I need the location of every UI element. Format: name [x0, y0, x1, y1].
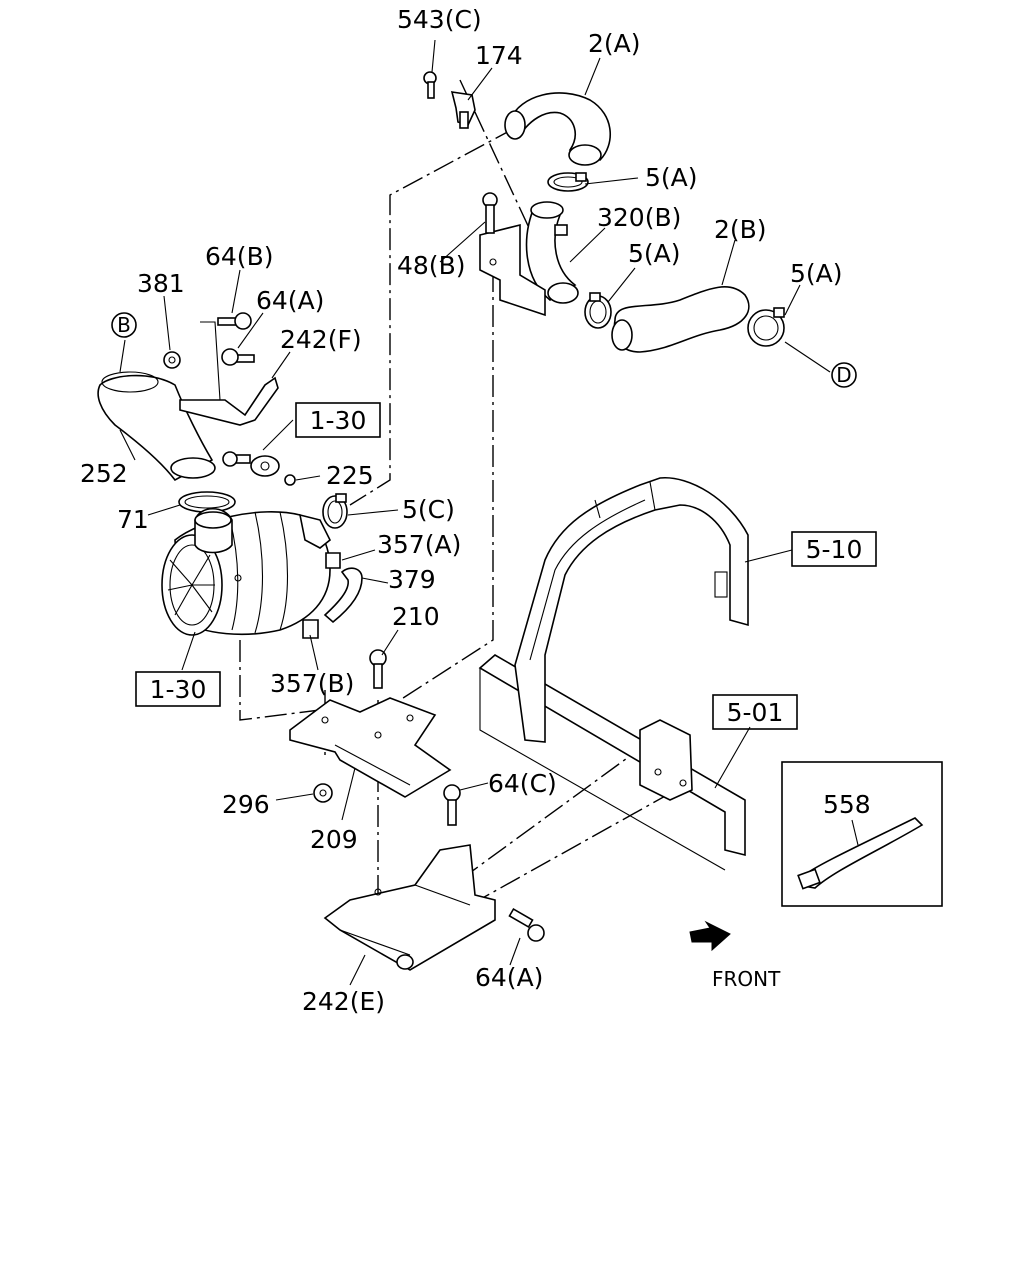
sensor-174	[450, 91, 476, 129]
ref-box-1-30-top[interactable]: 1-30	[295, 402, 381, 438]
ref-box-5-10[interactable]: 5-10	[791, 531, 877, 567]
callout-2b: 2(B)	[714, 215, 767, 244]
callout-225: 225	[326, 461, 374, 490]
bracket-242f	[179, 376, 279, 426]
bolt-210	[369, 649, 387, 689]
bolt-64a-top	[221, 348, 255, 366]
front-arrow	[689, 920, 731, 952]
callout-64a-bottom: 64(A)	[475, 963, 543, 992]
marker-d-label: D	[836, 363, 851, 387]
clip-357a	[325, 552, 341, 569]
callout-71: 71	[117, 505, 149, 534]
clamp-5a-mid	[584, 292, 612, 329]
callout-543c: 543(C)	[397, 5, 482, 34]
bolt-64a-bottom	[508, 907, 545, 942]
ref-label-1-30-bottom: 1-30	[150, 675, 207, 704]
callout-242f: 242(F)	[280, 325, 362, 354]
marker-b-label: B	[117, 313, 131, 337]
pipe-320b	[525, 201, 579, 304]
gasket-1-30	[222, 451, 280, 477]
callout-381: 381	[137, 269, 185, 298]
callout-210: 210	[392, 602, 440, 631]
marker-d: D	[831, 362, 857, 388]
clamp-5a-right	[747, 307, 785, 347]
callout-5c: 5(C)	[402, 495, 455, 524]
bolt-64c	[443, 784, 461, 826]
ref-box-1-30-bottom[interactable]: 1-30	[135, 671, 221, 707]
callout-64a-top: 64(A)	[256, 286, 324, 315]
bolt-64b	[217, 312, 252, 330]
frame-5-01	[478, 654, 746, 871]
ref-box-5-01[interactable]: 5-01	[712, 694, 798, 730]
ref-label-5-01: 5-01	[727, 698, 784, 727]
callout-320b: 320(B)	[597, 203, 681, 232]
callout-379: 379	[388, 565, 436, 594]
marker-b: B	[111, 312, 137, 338]
callout-5a-top: 5(A)	[645, 163, 698, 192]
leader-lines	[119, 39, 859, 986]
ref-label-5-10: 5-10	[806, 535, 863, 564]
callout-209: 209	[310, 825, 358, 854]
clip-357b	[302, 619, 319, 639]
nut-296	[313, 783, 333, 803]
callout-357b: 357(B)	[270, 669, 354, 698]
ref-label-1-30-top: 1-30	[310, 406, 367, 435]
bracket-242e	[323, 844, 496, 971]
callout-5a-mid: 5(A)	[628, 239, 681, 268]
hose-2a	[504, 92, 612, 166]
clamp-5c	[322, 493, 348, 529]
clamp-5a-top	[547, 172, 589, 192]
frame-5-10	[514, 477, 749, 743]
callout-558: 558	[823, 790, 871, 819]
callout-174: 174	[475, 41, 523, 70]
duct-252	[97, 371, 216, 482]
callout-64c: 64(C)	[488, 769, 557, 798]
nut-381	[163, 351, 181, 369]
callout-357a: 357(A)	[377, 530, 461, 559]
callout-labels: 543(C) 174 2(A) 5(A) 320(B) 48(B) 2(B) 5…	[80, 5, 871, 1016]
o-ring-225	[284, 474, 296, 486]
bolt-48b	[482, 192, 498, 234]
bolt-543c	[423, 71, 437, 99]
callout-64b: 64(B)	[205, 242, 273, 271]
callout-252: 252	[80, 459, 128, 488]
callout-2a: 2(A)	[588, 29, 641, 58]
air-cleaner	[161, 507, 332, 636]
inset-558	[781, 761, 943, 907]
callout-48b: 48(B)	[397, 251, 465, 280]
callout-296: 296	[222, 790, 270, 819]
callout-5a-right: 5(A)	[790, 259, 843, 288]
callout-242e: 242(E)	[302, 987, 385, 1016]
bracket-209	[289, 697, 452, 798]
hose-379	[323, 567, 363, 624]
front-label: FRONT	[712, 967, 781, 991]
bracket-48b	[479, 223, 546, 317]
hose-2b	[611, 286, 750, 353]
